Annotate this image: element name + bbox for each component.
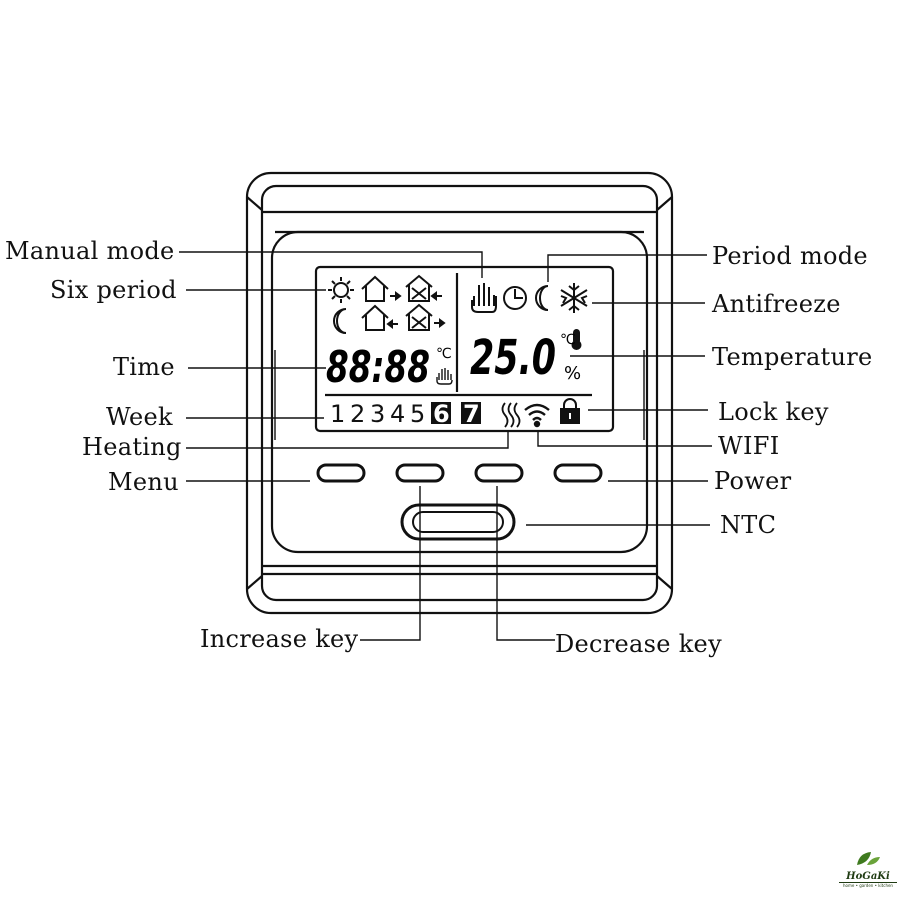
label-lock-key: Lock key <box>718 398 829 426</box>
humidity-unit: % <box>564 363 581 384</box>
label-ntc: NTC <box>720 511 777 539</box>
inner-frame <box>260 184 659 602</box>
week-day-1: 1 <box>330 400 345 428</box>
temperature-unit: ℃ <box>560 332 576 348</box>
house-icon <box>361 304 398 331</box>
hand-icon <box>436 368 453 385</box>
label-increase-key: Increase key <box>200 625 359 653</box>
logo-tagline: home • garden • kitchen <box>839 882 897 888</box>
clock-icon <box>503 286 527 310</box>
week-day-7: 7 <box>463 400 480 428</box>
thermometer-icon <box>571 329 582 350</box>
lcd-screen <box>314 265 615 433</box>
ntc-sensor <box>400 503 516 541</box>
moon-icon <box>535 285 549 311</box>
menu-button[interactable] <box>316 463 366 483</box>
brand-logo: HoGaKi home • garden • kitchen <box>839 849 897 888</box>
wifi-icon <box>524 403 550 428</box>
label-power: Power <box>714 467 792 495</box>
week-day-highlight <box>431 402 451 424</box>
lock-icon <box>560 398 580 424</box>
outer-frame <box>245 171 674 615</box>
house-tools-icon <box>405 274 442 302</box>
snowflake-icon <box>560 283 588 313</box>
decrease-button[interactable] <box>474 463 524 483</box>
moon-icon <box>333 308 347 334</box>
week-day-2: 2 <box>350 400 365 428</box>
house-icon <box>361 275 402 302</box>
label-antifreeze: Antifreeze <box>712 290 841 318</box>
week-day-4: 4 <box>390 400 405 428</box>
time-display: 88:88 <box>326 342 430 393</box>
sun-icon <box>328 277 354 303</box>
week-day-highlight <box>461 402 481 424</box>
leader-lines <box>179 251 712 641</box>
label-week: Week <box>106 403 173 431</box>
label-period-mode: Period mode <box>712 242 868 270</box>
increase-button[interactable] <box>395 463 445 483</box>
label-heating: Heating <box>82 433 182 461</box>
power-button[interactable] <box>553 463 603 483</box>
week-day-6: 6 <box>433 400 450 428</box>
week-day-3: 3 <box>370 400 385 428</box>
logo-name: HoGaKi <box>846 871 890 882</box>
label-manual-mode: Manual mode <box>5 237 175 265</box>
leaf-icon <box>857 852 880 865</box>
label-time: Time <box>113 353 175 381</box>
label-menu: Menu <box>108 468 179 496</box>
house-tools-icon <box>405 303 446 331</box>
label-temperature: Temperature <box>712 343 873 371</box>
hand-icon <box>471 283 497 313</box>
time-unit: ℃ <box>436 346 452 362</box>
heat-waves-icon <box>501 402 521 428</box>
label-six-period: Six period <box>50 276 177 304</box>
week-day-5: 5 <box>410 400 425 428</box>
faceplate <box>270 230 649 554</box>
temperature-display: 25.0 <box>470 330 556 386</box>
label-decrease-key: Decrease key <box>555 630 722 658</box>
label-wifi: WIFI <box>718 432 780 460</box>
